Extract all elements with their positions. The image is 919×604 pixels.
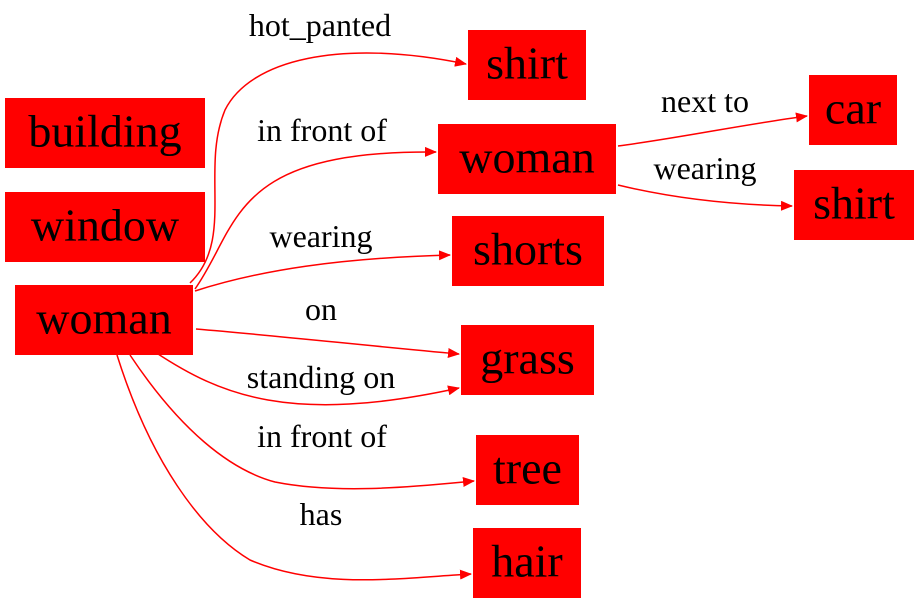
edge-label: wearing — [653, 150, 756, 186]
edge-e1: hot_panted — [189, 7, 467, 284]
node-box — [809, 75, 897, 145]
node-box — [794, 170, 914, 240]
node-label: window — [31, 200, 180, 251]
edge-e3: wearing — [194, 218, 451, 292]
node-label: grass — [480, 333, 575, 384]
edge-arrow — [194, 146, 437, 290]
edge-label: hot_panted — [249, 7, 391, 43]
node-hair: hair — [473, 528, 581, 598]
edge-label: standing on — [247, 359, 395, 395]
edge-label: has — [300, 496, 343, 532]
node-label: car — [825, 83, 881, 134]
edge-arrow — [116, 354, 472, 581]
node-box — [15, 285, 193, 355]
edge-e6: in front of — [129, 354, 475, 490]
edge-e7: has — [116, 354, 472, 581]
edge-label: next to — [661, 83, 749, 119]
node-box — [452, 216, 604, 286]
edge-arrow — [194, 250, 451, 292]
node-label: woman — [459, 132, 594, 183]
node-grass: grass — [461, 325, 594, 395]
edge-label: in front of — [257, 112, 387, 148]
node-box — [5, 98, 205, 168]
edge-arrow — [189, 52, 467, 284]
node-label: hair — [491, 536, 563, 587]
node-tree: tree — [476, 435, 579, 505]
node-shirt-1: shirt — [468, 30, 586, 100]
node-label: shorts — [473, 224, 583, 275]
node-box — [476, 435, 579, 505]
edge-arrow — [154, 351, 460, 406]
node-label: woman — [36, 293, 171, 344]
edge-e5: standing on — [154, 351, 460, 406]
node-woman-subject: woman — [15, 285, 193, 355]
node-label: building — [28, 106, 181, 157]
edge-arrow — [195, 328, 460, 358]
edge-label: wearing — [269, 218, 372, 254]
node-shorts: shorts — [452, 216, 604, 286]
node-car: car — [809, 75, 897, 145]
edge-label: on — [305, 291, 337, 327]
edge-e2: in front of — [194, 112, 437, 290]
edge-label: in front of — [257, 418, 387, 454]
node-box — [468, 30, 586, 100]
node-box — [473, 528, 581, 598]
node-building: building — [5, 98, 205, 168]
edge-arrow — [129, 354, 475, 490]
node-woman-object: woman — [438, 124, 616, 194]
edge-e8: next to — [617, 83, 808, 147]
edge-arrow — [617, 112, 808, 147]
edge-e4: on — [195, 291, 460, 358]
node-label: tree — [493, 443, 562, 494]
edge-e9: wearing — [617, 150, 793, 211]
nodes-layer: building window woman shirt woman shorts grass… — [5, 30, 914, 598]
node-label: shirt — [813, 178, 895, 229]
node-window: window — [5, 192, 205, 262]
node-box — [461, 325, 594, 395]
node-label: shirt — [486, 38, 568, 89]
edge-arrow — [617, 184, 793, 211]
node-shirt-2: shirt — [794, 170, 914, 240]
node-box — [5, 192, 205, 262]
node-box — [438, 124, 616, 194]
